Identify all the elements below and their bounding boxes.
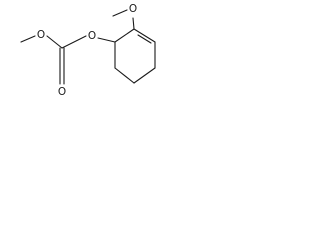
bond-methoxy-oxygen-to-methyl: [112, 9, 128, 17]
ring-bond-c5-c6: [114, 67, 135, 84]
bond-ester-oxygen-to-ring: [97, 37, 116, 43]
atom-label-carbonyl-oxygen: O: [58, 86, 66, 98]
ring-bond-c4-c5: [133, 67, 156, 84]
bond-methyl-to-methoxy-oxygen: [20, 35, 36, 43]
atom-label-methoxy-oxygen-ring: O: [129, 3, 137, 15]
atom-label-ester-oxygen: O: [88, 30, 96, 42]
bond-carbonyl-carbon-to-ester-oxygen: [61, 35, 87, 49]
chemical-structure-drawing: O O O O: [20, 3, 156, 98]
bond-methoxy-oxygen-to-carbonyl-carbon: [46, 35, 63, 49]
ring-double-bond-inner: [137, 34, 152, 44]
ring-bond-c2-c3: [133, 28, 156, 43]
bond-ring-to-methoxy-oxygen: [132, 17, 135, 30]
atom-label-methoxy-oxygen-left: O: [37, 29, 45, 41]
ring-bond-c1-c2: [114, 28, 135, 43]
